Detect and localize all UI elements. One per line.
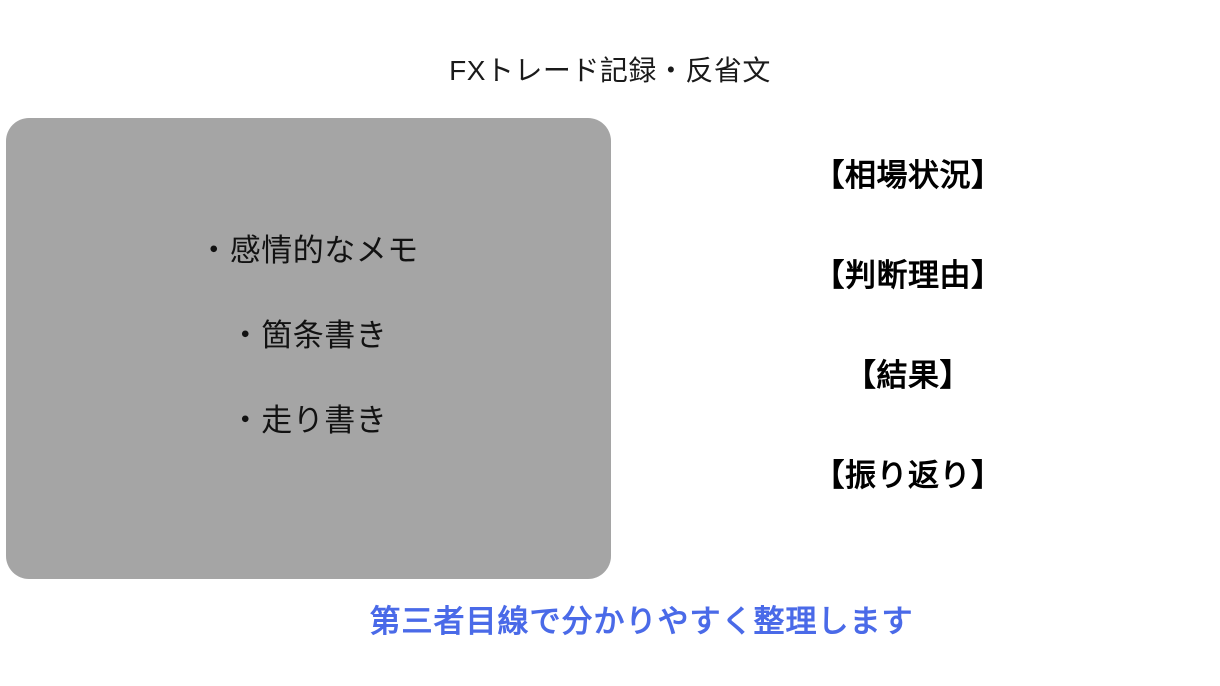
list-item: ・走り書き <box>229 403 388 438</box>
structured-labels-group: 【相場状況】 【判断理由】 【結果】 【振り返り】 <box>783 154 1033 498</box>
structured-label-decision-reason: 【判断理由】 <box>813 258 1003 293</box>
list-item: ・箇条書き <box>229 318 388 353</box>
structured-label-review: 【振り返り】 <box>813 458 1003 493</box>
structured-label-market-condition: 【相場状況】 <box>813 158 1003 193</box>
messy-notes-card: ・感情的なメモ ・箇条書き ・走り書き <box>6 118 611 579</box>
list-item: ・感情的なメモ <box>198 233 419 268</box>
structured-label-result: 【結果】 <box>845 358 971 393</box>
caption-highlight: 第三者目線で分かりやすく整理します <box>369 604 914 639</box>
page-title: FXトレード記録・反省文 <box>449 55 771 86</box>
messy-notes-list: ・感情的なメモ ・箇条書き ・走り書き <box>6 230 611 442</box>
